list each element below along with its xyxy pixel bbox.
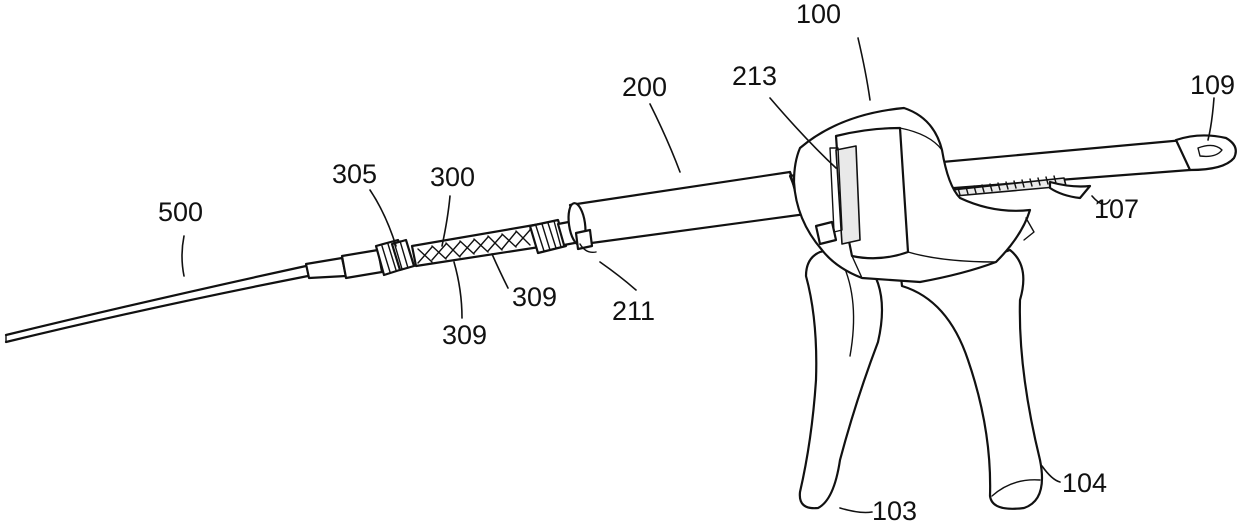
label-305: 305 (332, 159, 377, 189)
label-309-right: 309 (512, 282, 557, 312)
catheter-line (6, 250, 382, 342)
front-handle-103 (800, 250, 882, 508)
label-213: 213 (732, 61, 777, 91)
label-109: 109 (1190, 70, 1235, 100)
housing-100 (794, 108, 1034, 282)
rear-handle-104 (900, 250, 1042, 509)
label-300: 300 (430, 162, 475, 192)
label-200: 200 (622, 72, 667, 102)
label-100: 100 (796, 0, 841, 29)
label-104: 104 (1062, 468, 1107, 498)
label-103: 103 (872, 496, 917, 526)
braided-tube-300 (412, 224, 546, 266)
label-107: 107 (1094, 194, 1139, 224)
label-309-left: 309 (442, 320, 487, 350)
label-500: 500 (158, 197, 203, 227)
rack-rod (920, 135, 1236, 198)
label-211: 211 (612, 296, 655, 326)
